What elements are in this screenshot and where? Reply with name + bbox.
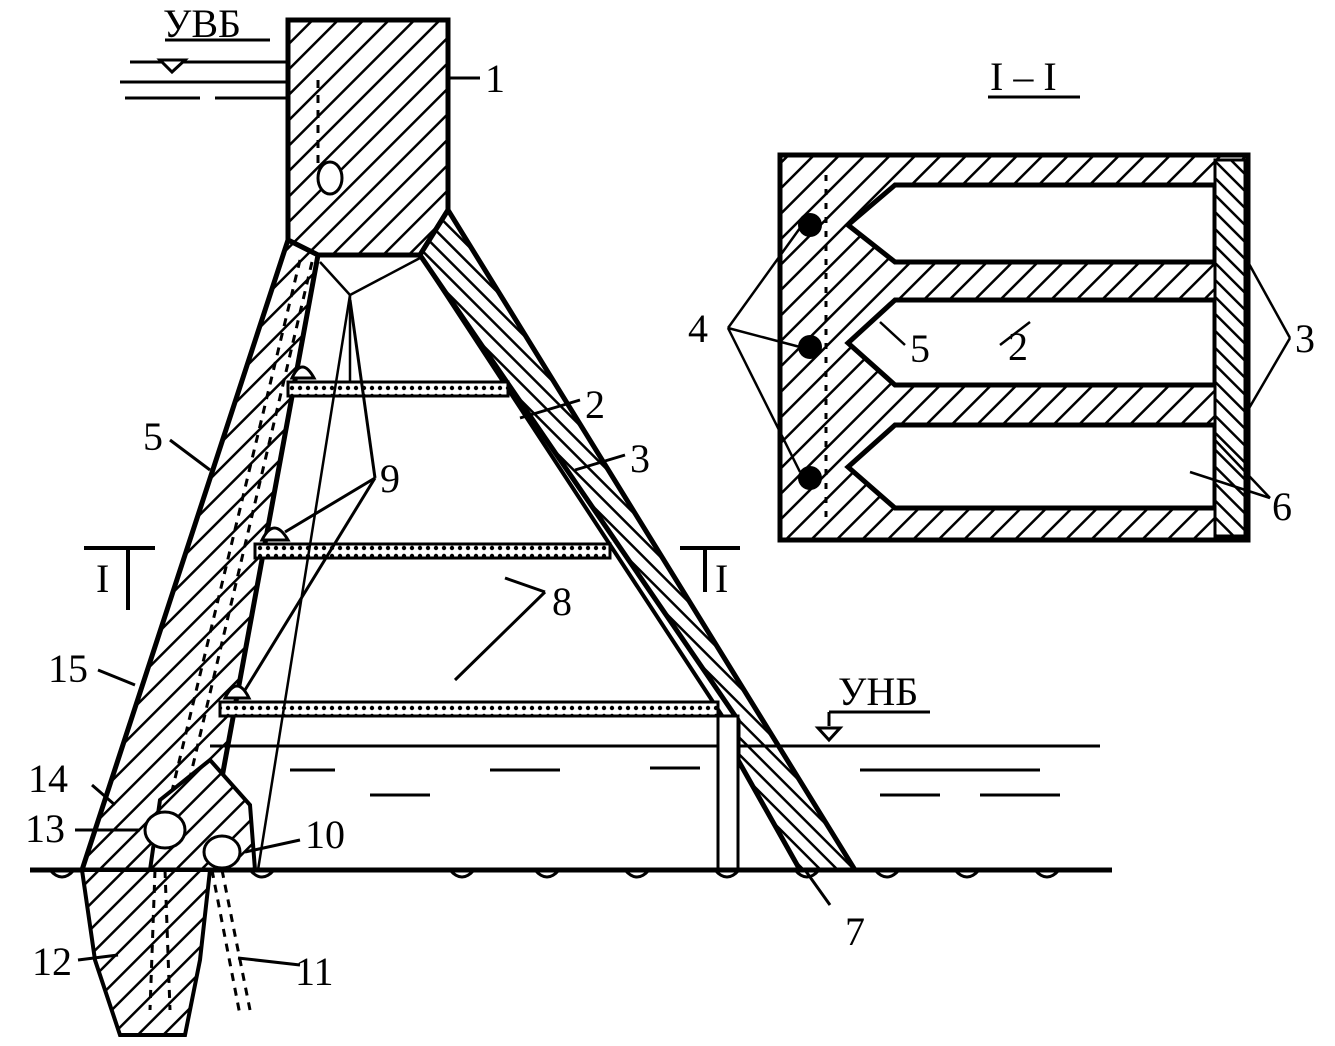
- leader-lines: [75, 76, 832, 967]
- callout-3: 3: [630, 436, 650, 481]
- callout-11: 11: [295, 949, 334, 994]
- drain-holes: [148, 869, 252, 1016]
- callout-15: 15: [48, 646, 88, 691]
- crest-block: [285, 17, 451, 258]
- downstream-level-marker: [814, 726, 844, 743]
- upstream-level-label: УВБ: [163, 1, 241, 46]
- callout-7: 7: [845, 909, 865, 954]
- section-callout-4: 4: [688, 306, 708, 351]
- drainage-gallery: [202, 834, 242, 870]
- callout-12: 12: [32, 939, 72, 984]
- inner-diaphragm: [418, 253, 740, 742]
- section-mark-left: I: [96, 556, 109, 601]
- upstream-level-marker: [156, 58, 189, 75]
- downstream-water: [210, 744, 1100, 797]
- section-leaders: [726, 227, 1292, 500]
- section-callout-2: 2: [1008, 324, 1028, 369]
- drainage-line: [163, 80, 320, 821]
- section-mark-right: I: [715, 556, 728, 601]
- ground-marks: [48, 868, 1061, 879]
- downstream-level-label: УНБ: [838, 669, 918, 714]
- callout-2: 2: [585, 382, 605, 427]
- callout-5: 5: [143, 414, 163, 459]
- callout-13: 13: [25, 806, 65, 851]
- section-callout-6: 6: [1272, 484, 1292, 529]
- grout-curtain: [79, 868, 213, 1037]
- upstream-water: [120, 38, 288, 100]
- callout-10: 10: [305, 812, 345, 857]
- callout-14: 14: [28, 756, 68, 801]
- section-title: I – I: [990, 54, 1057, 99]
- callout-8: 8: [552, 579, 572, 624]
- callout-9: 9: [380, 456, 400, 501]
- section-drains: [798, 175, 828, 525]
- bracing-beams: [218, 380, 720, 718]
- section-cut-left: [84, 546, 155, 610]
- dam-profile: УВБ УНБ I I 1 2 3 5 9 8 15 14 13 10 7 12…: [25, 1, 1112, 1037]
- section-callout-3: 3: [1295, 316, 1315, 361]
- section-view: I – I 4 5 2 3 6: [688, 54, 1315, 543]
- inspection-gallery: [143, 810, 187, 850]
- galleries: [222, 365, 317, 700]
- toe-wall: [716, 714, 740, 872]
- section-downstream-slab: [1213, 158, 1247, 538]
- section-callout-5: 5: [910, 326, 930, 371]
- section-cut-right: [680, 546, 740, 592]
- upper-gallery: [316, 160, 344, 196]
- callout-1: 1: [485, 56, 505, 101]
